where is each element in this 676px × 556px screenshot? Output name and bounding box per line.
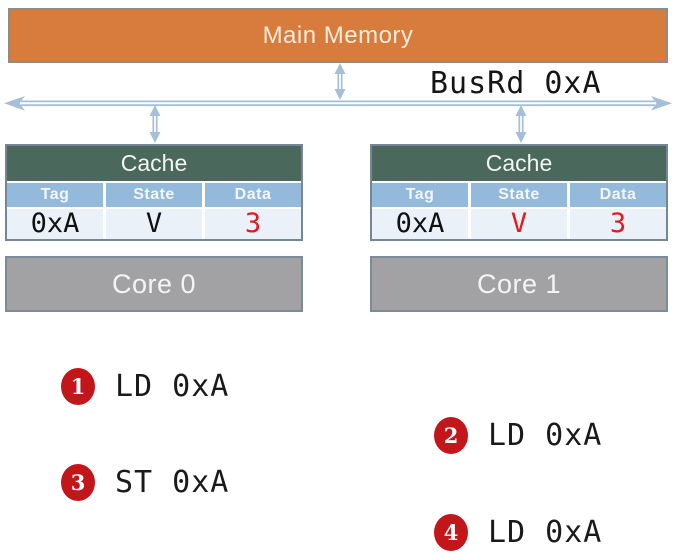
- bus-transaction-label: BusRd 0xA: [430, 66, 602, 101]
- step-4-badge: 4: [434, 514, 468, 551]
- step-3: 3 ST 0xA: [61, 464, 229, 501]
- cache-0-title: Cache: [7, 146, 301, 181]
- step-4-operation: LD 0xA: [488, 515, 603, 550]
- step-2-badge: 2: [434, 417, 468, 454]
- cache-1-col-data: Data: [570, 183, 666, 207]
- bus-right-arrowhead: [651, 96, 672, 111]
- core-0-label: Core 0: [111, 268, 197, 299]
- cache-0-table: Cache Tag State Data 0xA V 3: [5, 144, 303, 241]
- step-3-operation: ST 0xA: [115, 465, 230, 500]
- bus-cache0-arrow: [149, 105, 161, 143]
- main-memory-box: Main Memory: [8, 8, 668, 63]
- core-0-box: Core 0: [5, 256, 303, 312]
- cache-1-title: Cache: [372, 146, 666, 181]
- cache-1-col-tag: Tag: [372, 183, 468, 207]
- cache-1-state-value: V: [471, 209, 567, 239]
- cache-0-state-value: V: [106, 209, 202, 239]
- cache-0-col-state: State: [106, 183, 202, 207]
- step-1: 1 LD 0xA: [61, 368, 229, 405]
- step-3-badge: 3: [61, 464, 95, 501]
- cache-1-col-state: State: [471, 183, 567, 207]
- step-1-badge: 1: [61, 368, 95, 405]
- core-1-box: Core 1: [370, 256, 668, 312]
- cache-0-col-data: Data: [205, 183, 301, 207]
- cache-0-tag-value: 0xA: [7, 209, 103, 239]
- cache-1-tag-value: 0xA: [372, 209, 468, 239]
- cache-0-data-value: 3: [205, 209, 301, 239]
- step-1-operation: LD 0xA: [115, 369, 230, 404]
- core-1-label: Core 1: [476, 268, 562, 299]
- bus-cache1-arrow: [515, 105, 527, 143]
- cache-1-table: Cache Tag State Data 0xA V 3: [370, 144, 668, 241]
- step-4: 4 LD 0xA: [434, 514, 602, 551]
- cache-1-grid: Tag State Data 0xA V 3: [372, 181, 666, 239]
- main-memory-label: Main Memory: [262, 21, 414, 49]
- cache-0-grid: Tag State Data 0xA V 3: [7, 181, 301, 239]
- bus-left-arrowhead: [4, 96, 25, 111]
- cache-1-data-value: 3: [570, 209, 666, 239]
- memory-bus-arrow: [334, 63, 346, 100]
- step-2: 2 LD 0xA: [434, 417, 602, 454]
- step-2-operation: LD 0xA: [488, 418, 603, 453]
- cache-0-col-tag: Tag: [7, 183, 103, 207]
